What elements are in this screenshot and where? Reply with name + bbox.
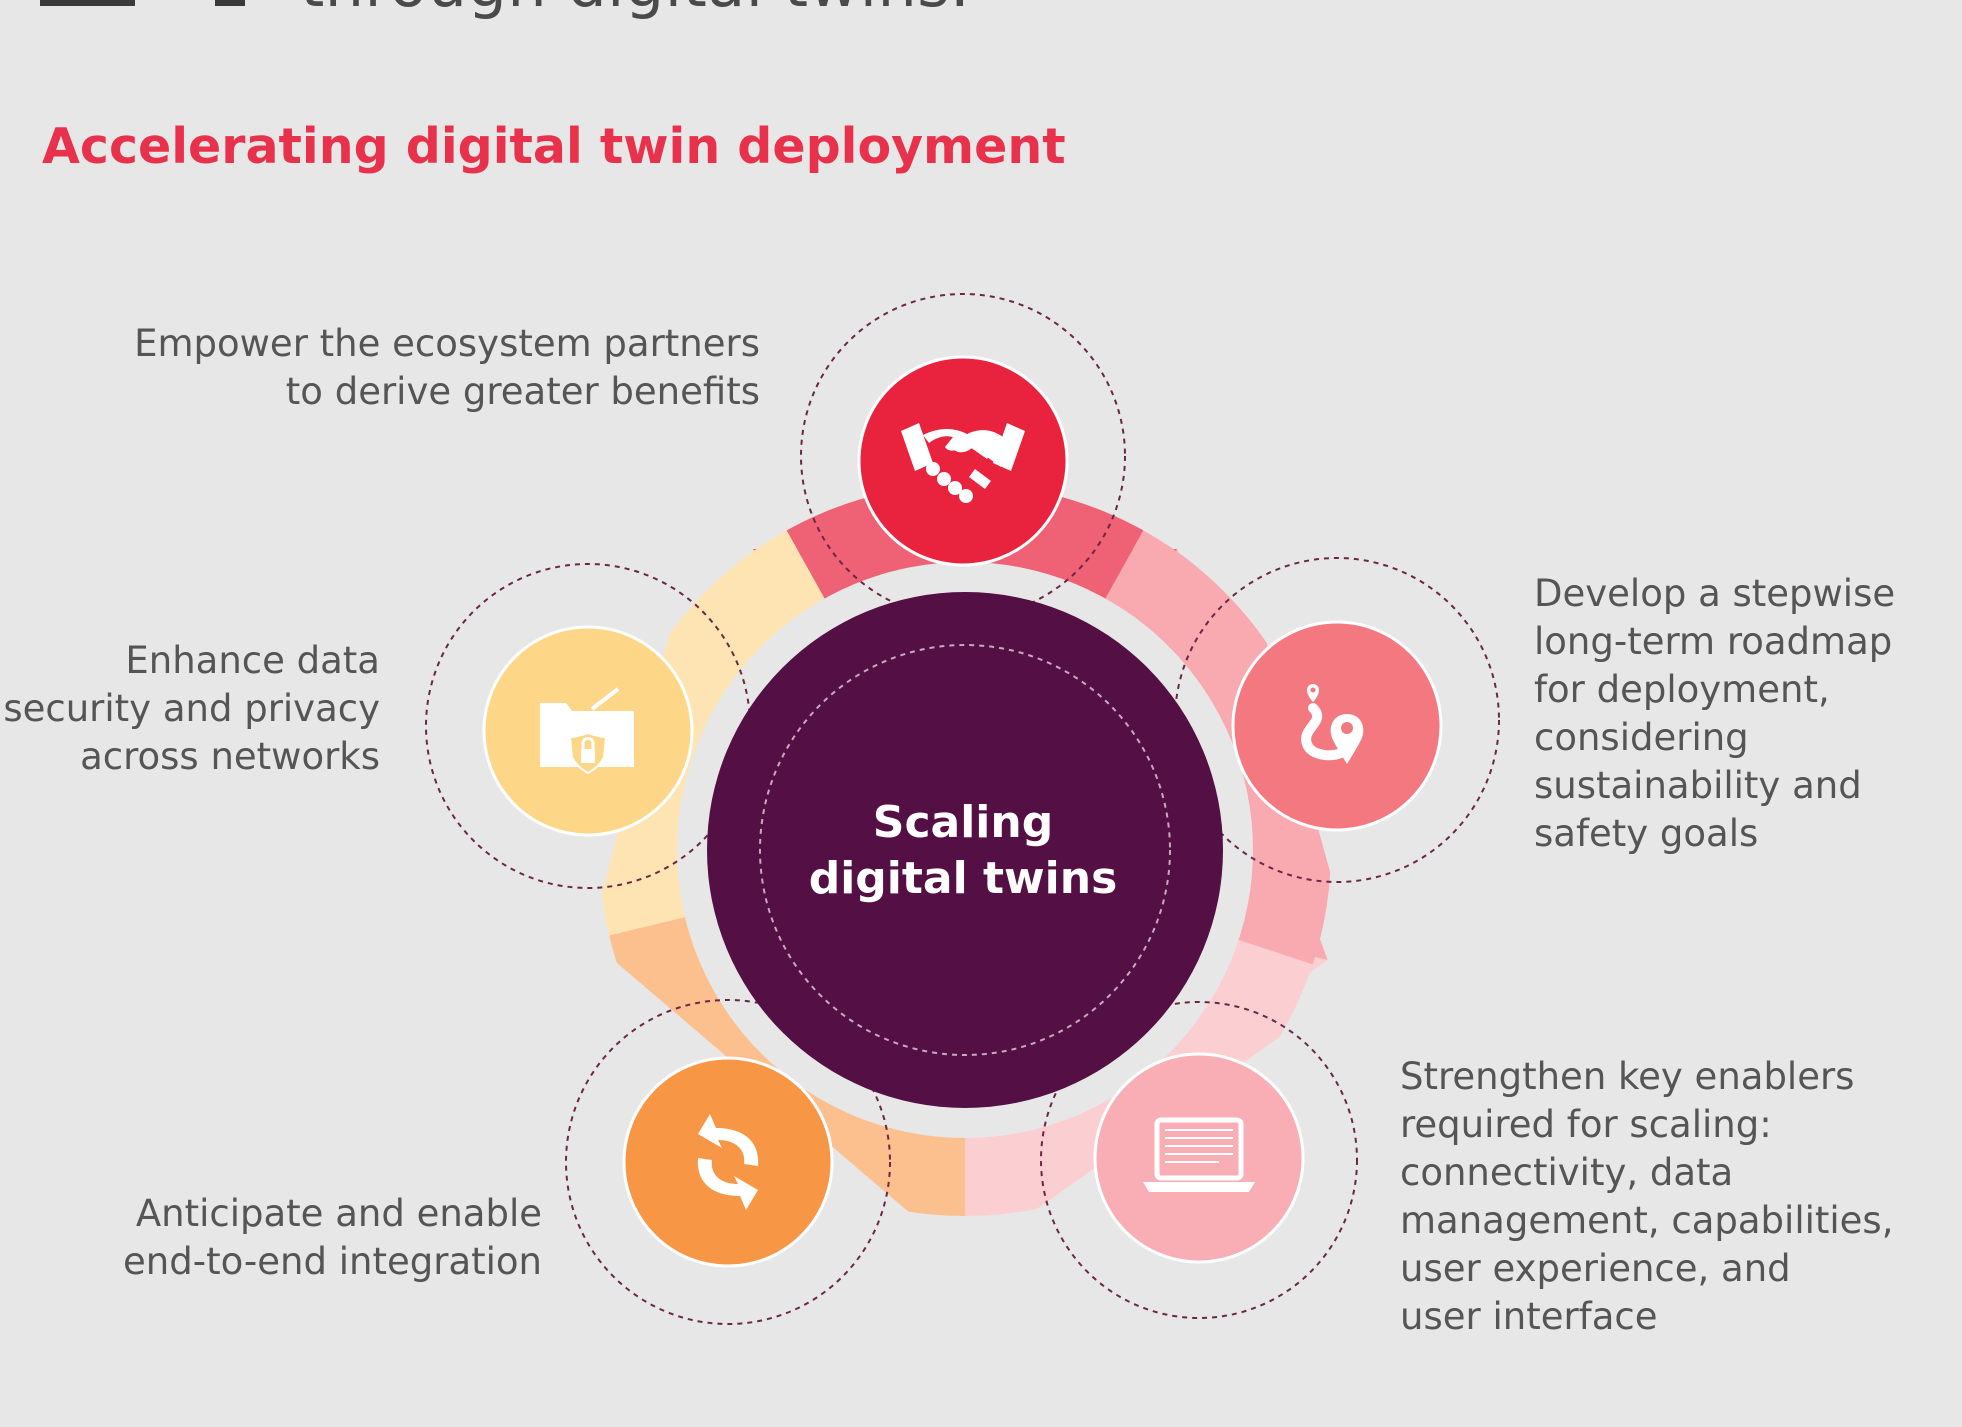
label-roadmap-line: long-term roadmap bbox=[1534, 620, 1893, 663]
label-enablers: Strengthen key enablers required for sca… bbox=[1400, 1053, 1893, 1341]
dashed-rings bbox=[425, 293, 1500, 1325]
handshake-icon bbox=[901, 423, 1025, 503]
header-logo-mark bbox=[40, 0, 135, 6]
center-dashed-ring bbox=[759, 644, 1171, 1056]
secure-folder-icon bbox=[540, 687, 634, 775]
label-security-line: across networks bbox=[80, 735, 380, 778]
label-roadmap-line: considering bbox=[1534, 716, 1749, 759]
dashed-ring-roadmap bbox=[1174, 557, 1500, 883]
dashed-ring-integration bbox=[565, 999, 891, 1325]
label-roadmap-line: for deployment, bbox=[1534, 668, 1830, 711]
node-integration bbox=[622, 1056, 834, 1268]
section-subtitle: Accelerating digital twin deployment bbox=[42, 118, 1066, 175]
node-ecosystem bbox=[857, 355, 1069, 567]
label-integration-line: Anticipate and enable bbox=[135, 1192, 542, 1235]
label-security-line: security and privacy bbox=[3, 687, 380, 730]
route-pin-icon bbox=[1301, 684, 1364, 764]
label-security: Enhance data security and privacy across… bbox=[3, 637, 380, 781]
center-title-line1: Scaling bbox=[872, 797, 1054, 848]
header-logo-bar bbox=[215, 0, 245, 6]
node-enablers bbox=[1093, 1052, 1305, 1264]
dashed-ring-enablers bbox=[1040, 1001, 1358, 1319]
laptop-icon bbox=[1143, 1117, 1255, 1192]
label-roadmap-line: Develop a stepwise bbox=[1534, 572, 1896, 615]
label-enablers-line: connectivity, data bbox=[1400, 1151, 1734, 1194]
label-enablers-line: management, capabilities, bbox=[1400, 1199, 1894, 1242]
center-disc bbox=[707, 592, 1223, 1108]
label-ecosystem-line: Empower the ecosystem partners bbox=[134, 322, 760, 365]
label-enablers-line: user interface bbox=[1400, 1295, 1658, 1338]
label-enablers-line: Strengthen key enablers bbox=[1400, 1055, 1855, 1098]
label-integration-line: end-to-end integration bbox=[123, 1240, 542, 1283]
label-roadmap: Develop a stepwise long-term roadmap for… bbox=[1534, 570, 1895, 858]
label-ecosystem-line: to derive greater benefits bbox=[285, 370, 760, 413]
label-roadmap-line: safety goals bbox=[1534, 812, 1759, 855]
center-title: Scaling digital twins bbox=[760, 795, 1166, 907]
label-enablers-line: required for scaling: bbox=[1400, 1103, 1772, 1146]
sync-arrows-icon bbox=[697, 1114, 759, 1210]
center-title-line2: digital twins bbox=[808, 853, 1118, 904]
label-integration: Anticipate and enable end-to-end integra… bbox=[123, 1190, 542, 1286]
label-enablers-line: user experience, and bbox=[1400, 1247, 1791, 1290]
label-roadmap-line: sustainability and bbox=[1534, 764, 1862, 807]
label-security-line: Enhance data bbox=[125, 639, 380, 682]
label-ecosystem: Empower the ecosystem partners to derive… bbox=[134, 320, 760, 416]
page-heading: through digital twins. bbox=[300, 0, 970, 21]
